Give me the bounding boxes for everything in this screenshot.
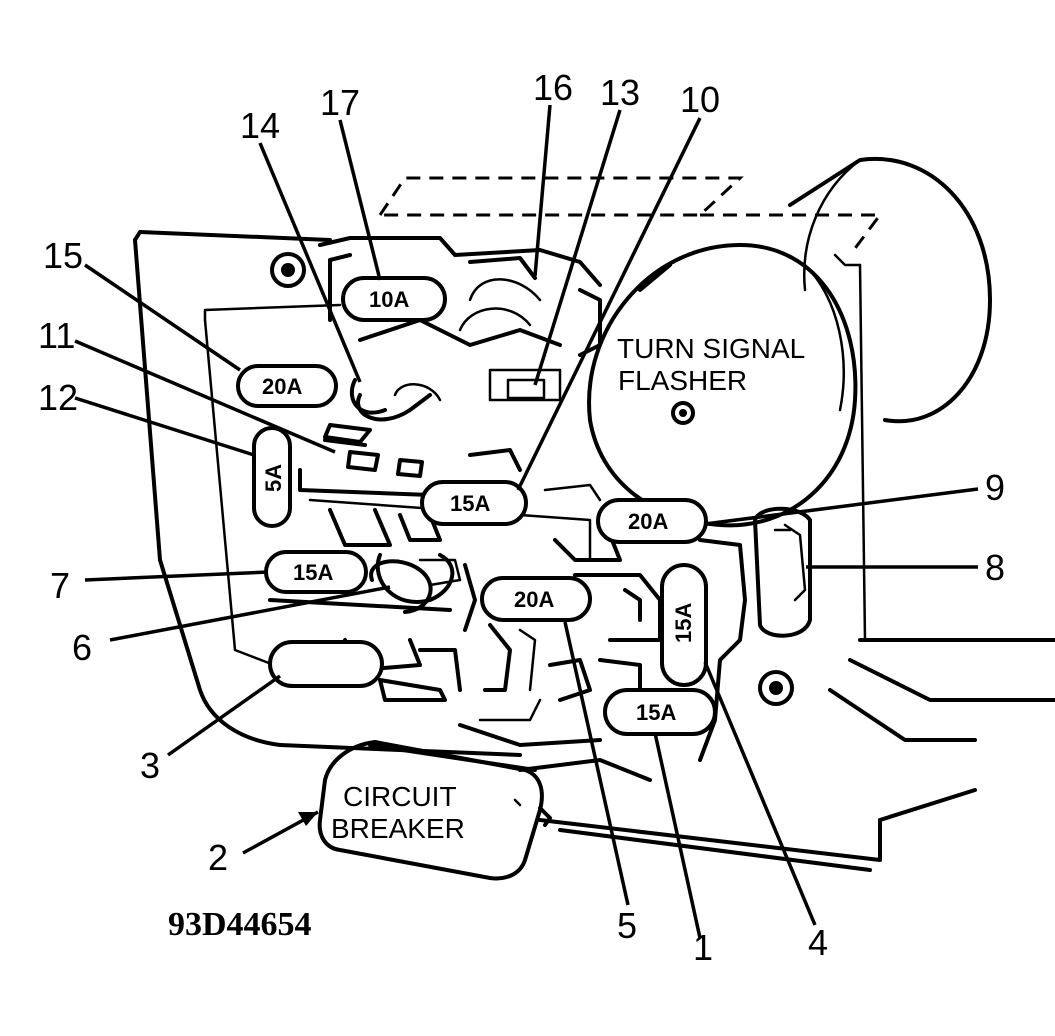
callout-4: 4 [808, 922, 828, 963]
fuse-14 [349, 378, 387, 415]
fuse-10-rating: 15A [450, 491, 490, 516]
leader-1 [653, 732, 702, 939]
fuse-9: 20A [596, 498, 708, 544]
leader-11 [74, 339, 336, 454]
callout-13: 13 [600, 72, 640, 113]
fuse-17: 10A [341, 276, 447, 322]
circuit-breaker: CIRCUIT BREAKER [317, 740, 552, 881]
fuse-7-rating: 15A [293, 560, 333, 585]
fuse-15-rating: 20A [262, 374, 302, 399]
leader-7 [84, 570, 269, 582]
leader-16 [533, 104, 552, 277]
fuse-6 [369, 559, 433, 614]
leader-10 [516, 117, 702, 491]
fuse-17-rating: 10A [369, 287, 409, 312]
callout-7: 7 [50, 565, 70, 606]
callout-5: 5 [617, 905, 637, 946]
callout-16: 16 [533, 67, 573, 108]
fuse-5-rating: 20A [514, 587, 554, 612]
callout-12: 12 [38, 377, 78, 418]
flasher-label-line1: TURN SIGNAL [617, 333, 805, 364]
callout-3: 3 [140, 745, 160, 786]
callout-14: 14 [240, 105, 280, 146]
panel-plate [133, 230, 882, 872]
fuse-7: 15A [264, 550, 368, 594]
breaker-label-line1: CIRCUIT [343, 781, 457, 812]
leader-6 [109, 585, 391, 642]
leader-17 [338, 119, 382, 281]
fuse-16 [468, 256, 537, 280]
fuse-5: 20A [480, 576, 592, 622]
leader-3 [166, 674, 282, 757]
callout-8: 8 [985, 547, 1005, 588]
figure-code: 93D44654 [168, 906, 312, 943]
fuse-11 [323, 438, 367, 447]
callout-11: 11 [38, 315, 75, 356]
flasher-label-line2: FLASHER [618, 365, 747, 396]
fuse-block-body [268, 236, 812, 782]
fuse-10: 15A [420, 480, 528, 526]
callout-6: 6 [72, 627, 92, 668]
fuse-1-rating: 15A [636, 700, 676, 725]
leader-14 [258, 142, 362, 383]
turn-signal-flasher: TURN SIGNAL FLASHER [587, 243, 858, 528]
callout-2: 2 [208, 837, 228, 878]
fuse-4: 15A [660, 563, 708, 687]
callout-15: 15 [43, 235, 83, 276]
fuse-15: 20A [236, 364, 338, 408]
fuse-9-rating: 20A [628, 509, 668, 534]
fuse-4-rating: 15A [671, 603, 696, 643]
callout-numbers: 1 2 3 4 5 6 7 8 9 10 11 12 13 14 15 16 1… [38, 67, 1005, 968]
breaker-label-line2: BREAKER [331, 813, 465, 844]
leader-15 [84, 263, 241, 372]
leader-13 [533, 109, 622, 386]
fuse-3 [268, 640, 384, 688]
steering-column [377, 156, 1055, 822]
fuse-1: 15A [603, 688, 717, 736]
leader-4 [703, 661, 817, 926]
callout-1: 1 [693, 927, 713, 968]
fuse-12: 5A [252, 426, 292, 528]
callout-10: 10 [680, 79, 720, 120]
callout-9: 9 [985, 467, 1005, 508]
leader-5 [563, 621, 630, 906]
leader-9 [704, 487, 979, 526]
callout-17: 17 [320, 82, 360, 123]
leader-lines [74, 104, 979, 939]
leader-12 [74, 396, 255, 457]
leader-2-arrowhead [298, 812, 318, 826]
fuse-12-rating: 5A [261, 464, 286, 492]
